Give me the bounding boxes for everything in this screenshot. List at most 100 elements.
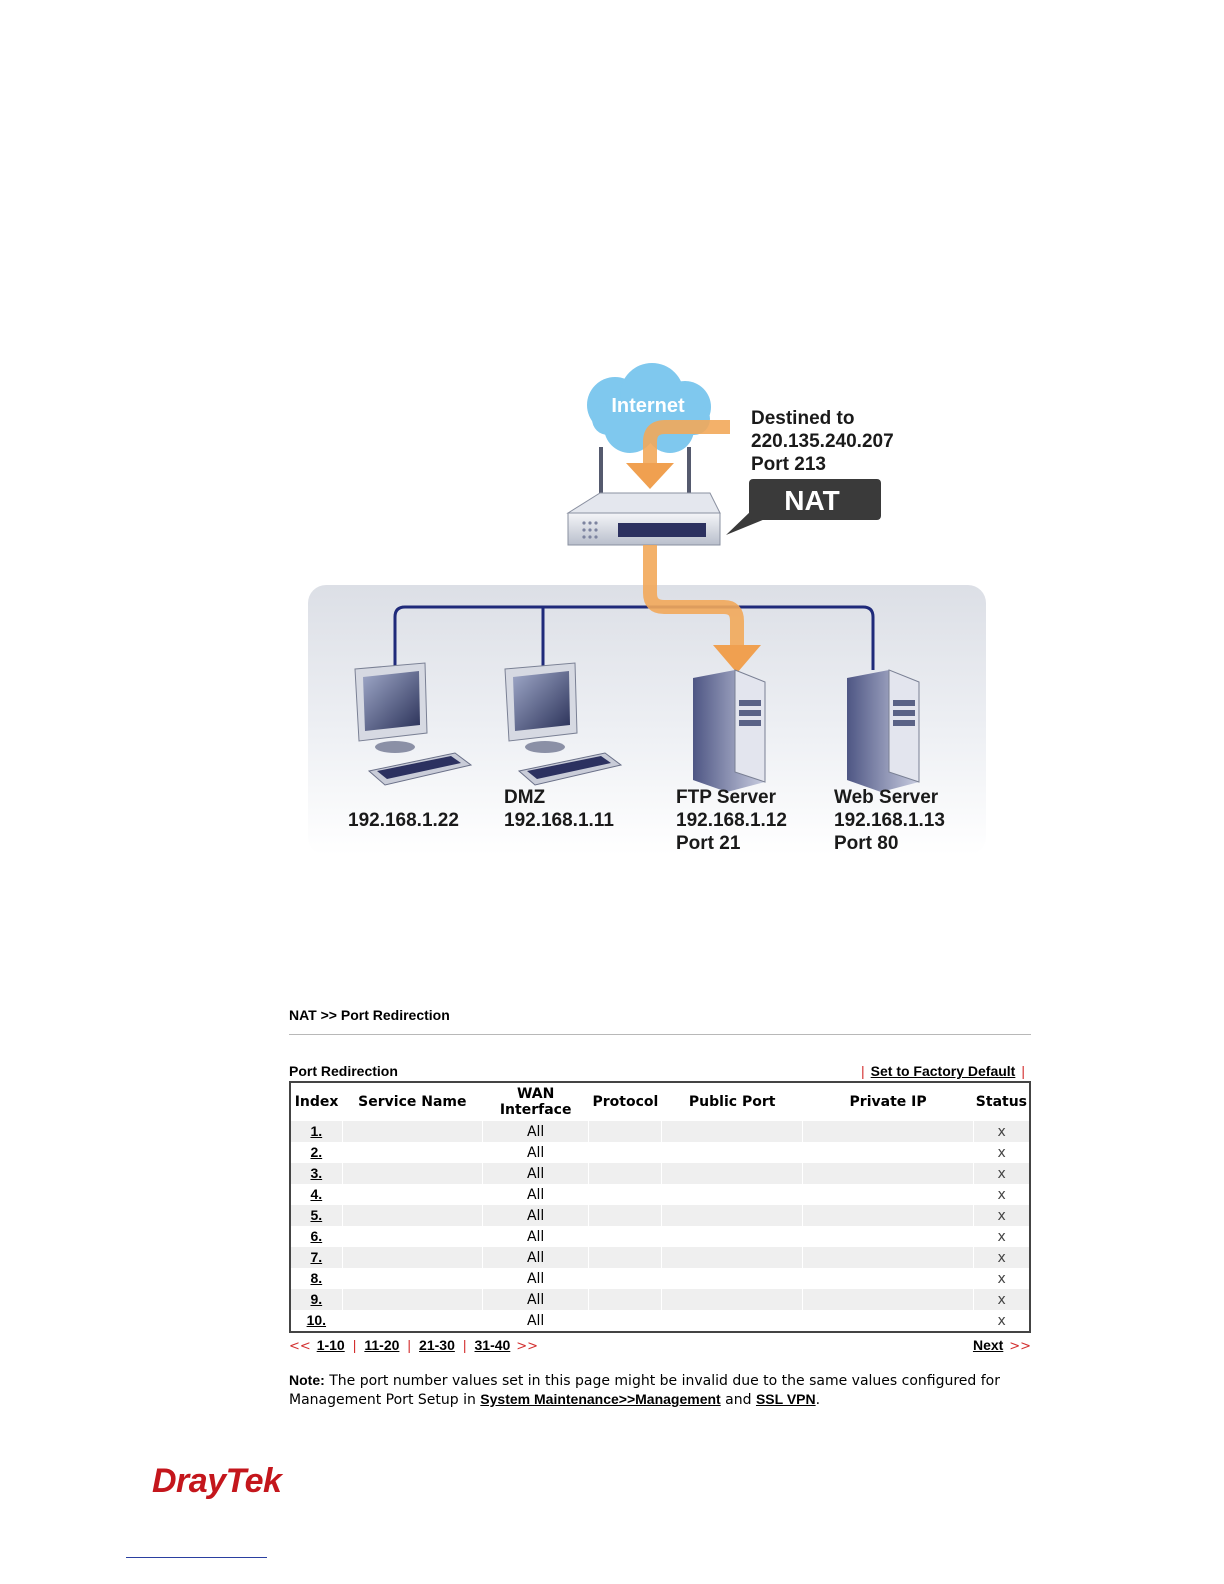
note-text: Note: The port number values set in this…: [289, 1371, 1031, 1409]
page-link-1-10[interactable]: 1-10: [316, 1337, 345, 1353]
row-index-link[interactable]: 4.: [310, 1186, 323, 1202]
host-4-line-2: 192.168.1.13: [834, 810, 945, 831]
cell-status: x: [973, 1205, 1031, 1226]
cell-wan-interface: All: [482, 1226, 590, 1247]
row-index-link[interactable]: 2.: [310, 1144, 323, 1160]
separator: |: [1021, 1063, 1025, 1079]
footer-rule: [126, 1557, 267, 1558]
row-index-link[interactable]: 9.: [310, 1291, 323, 1307]
cell-wan-interface: All: [482, 1121, 590, 1142]
next-wrap: Next >>: [971, 1335, 1031, 1355]
system-maintenance-link[interactable]: System Maintenance>>Management: [480, 1391, 721, 1407]
inbound-flow-arrow: [643, 420, 730, 465]
table-row: 1. All x: [290, 1121, 1031, 1142]
row-index-link[interactable]: 3.: [310, 1165, 323, 1181]
host-4-line-3: Port 80: [834, 833, 898, 854]
router-icon: [566, 492, 721, 546]
table-row: 3. All x: [290, 1163, 1031, 1184]
note-body-3: .: [815, 1392, 821, 1408]
cell-public-port: [661, 1247, 803, 1268]
cell-public-port: [661, 1205, 803, 1226]
redirect-flow-arrow: [643, 545, 744, 647]
cell-protocol: [588, 1289, 663, 1310]
cell-wan-interface: All: [482, 1268, 590, 1289]
cell-private-ip: [802, 1121, 975, 1142]
cell-public-port: [661, 1268, 803, 1289]
network-diagram: Internet Destined to 220.135.240.207 Por…: [308, 363, 986, 855]
cell-status: x: [973, 1163, 1031, 1184]
row-index-link[interactable]: 10.: [306, 1312, 327, 1328]
host-2-line-1: DMZ: [504, 787, 546, 808]
separator: |: [861, 1063, 865, 1079]
divider: [289, 1034, 1031, 1035]
prev-arrow: <<: [289, 1339, 311, 1354]
page-link-11-20[interactable]: 11-20: [364, 1337, 400, 1353]
port-redirection-table: Index Service Name WAN Interface Protoco…: [289, 1081, 1031, 1333]
column-header-service-name: Service Name: [342, 1082, 483, 1121]
separator: |: [407, 1337, 412, 1353]
nat-bubble: [726, 479, 881, 535]
page-link-21-30[interactable]: 21-30: [419, 1337, 455, 1353]
cell-protocol: [588, 1247, 663, 1268]
inbound-arrowhead: [626, 463, 674, 489]
cell-wan-interface: All: [482, 1163, 590, 1184]
section-title: Port Redirection: [289, 1063, 398, 1079]
cell-protocol: [588, 1121, 663, 1142]
cell-protocol: [588, 1205, 663, 1226]
cell-protocol: [588, 1268, 663, 1289]
next-page-link[interactable]: Next: [972, 1337, 1004, 1353]
column-header-status: Status: [973, 1082, 1030, 1121]
factory-default-wrap: | Set to Factory Default |: [855, 1063, 1031, 1079]
table-row: 8. All x: [290, 1268, 1031, 1289]
cell-public-port: [661, 1310, 803, 1332]
cell-service-name: [342, 1268, 484, 1289]
ssl-vpn-link[interactable]: SSL VPN: [755, 1391, 816, 1407]
page-links: << 1-10|11-20|21-30|31-40 >>: [289, 1335, 538, 1355]
cell-public-port: [661, 1184, 803, 1205]
column-header-public-port: Public Port: [661, 1082, 803, 1121]
port-redirection-panel: NAT >> Port Redirection Port Redirection…: [289, 1004, 1031, 1409]
lan-panel: [308, 585, 986, 855]
next-page-arrow: >>: [1009, 1339, 1031, 1354]
column-header-protocol: Protocol: [588, 1082, 662, 1121]
host-1-line-2: 192.168.1.22: [348, 810, 459, 831]
cell-status: x: [973, 1310, 1031, 1332]
page-link-31-40[interactable]: 31-40: [474, 1337, 511, 1353]
table-row: 2. All x: [290, 1142, 1031, 1163]
cell-service-name: [342, 1247, 484, 1268]
row-index-link[interactable]: 6.: [310, 1228, 323, 1244]
nat-label: NAT: [784, 485, 839, 516]
cell-status: x: [973, 1226, 1031, 1247]
table-row: 9. All x: [290, 1289, 1031, 1310]
set-factory-default-link[interactable]: Set to Factory Default: [870, 1063, 1016, 1079]
row-index-link[interactable]: 8.: [310, 1270, 323, 1286]
cell-public-port: [661, 1142, 803, 1163]
cell-service-name: [342, 1310, 484, 1332]
cell-status: x: [973, 1121, 1031, 1142]
host-3-line-2: 192.168.1.12: [676, 810, 787, 831]
cell-private-ip: [802, 1247, 975, 1268]
cell-protocol: [588, 1226, 663, 1247]
row-index-link[interactable]: 7.: [310, 1249, 323, 1265]
cell-private-ip: [802, 1268, 975, 1289]
cell-wan-interface: All: [482, 1142, 590, 1163]
cell-wan-interface: All: [482, 1205, 590, 1226]
cell-wan-interface: All: [482, 1310, 590, 1332]
row-index-link[interactable]: 1.: [310, 1123, 323, 1139]
cell-status: x: [973, 1268, 1031, 1289]
note-body-2: and: [720, 1392, 752, 1408]
redirect-arrowhead: [713, 645, 761, 673]
host-4-line-1: Web Server: [834, 787, 939, 808]
table-row: 6. All x: [290, 1226, 1031, 1247]
column-header-index: Index: [290, 1082, 343, 1121]
pc-icon-2: [504, 662, 623, 786]
antenna-right: [687, 447, 691, 499]
breadcrumb: NAT >> Port Redirection: [289, 1007, 450, 1023]
column-header-wan-interface: WAN Interface: [482, 1082, 589, 1121]
cell-private-ip: [802, 1142, 975, 1163]
cell-status: x: [973, 1142, 1031, 1163]
cell-status: x: [973, 1184, 1031, 1205]
internet-label: Internet: [611, 395, 685, 417]
row-index-link[interactable]: 5.: [310, 1207, 323, 1223]
draytek-logo: DrayTek: [152, 1462, 282, 1500]
